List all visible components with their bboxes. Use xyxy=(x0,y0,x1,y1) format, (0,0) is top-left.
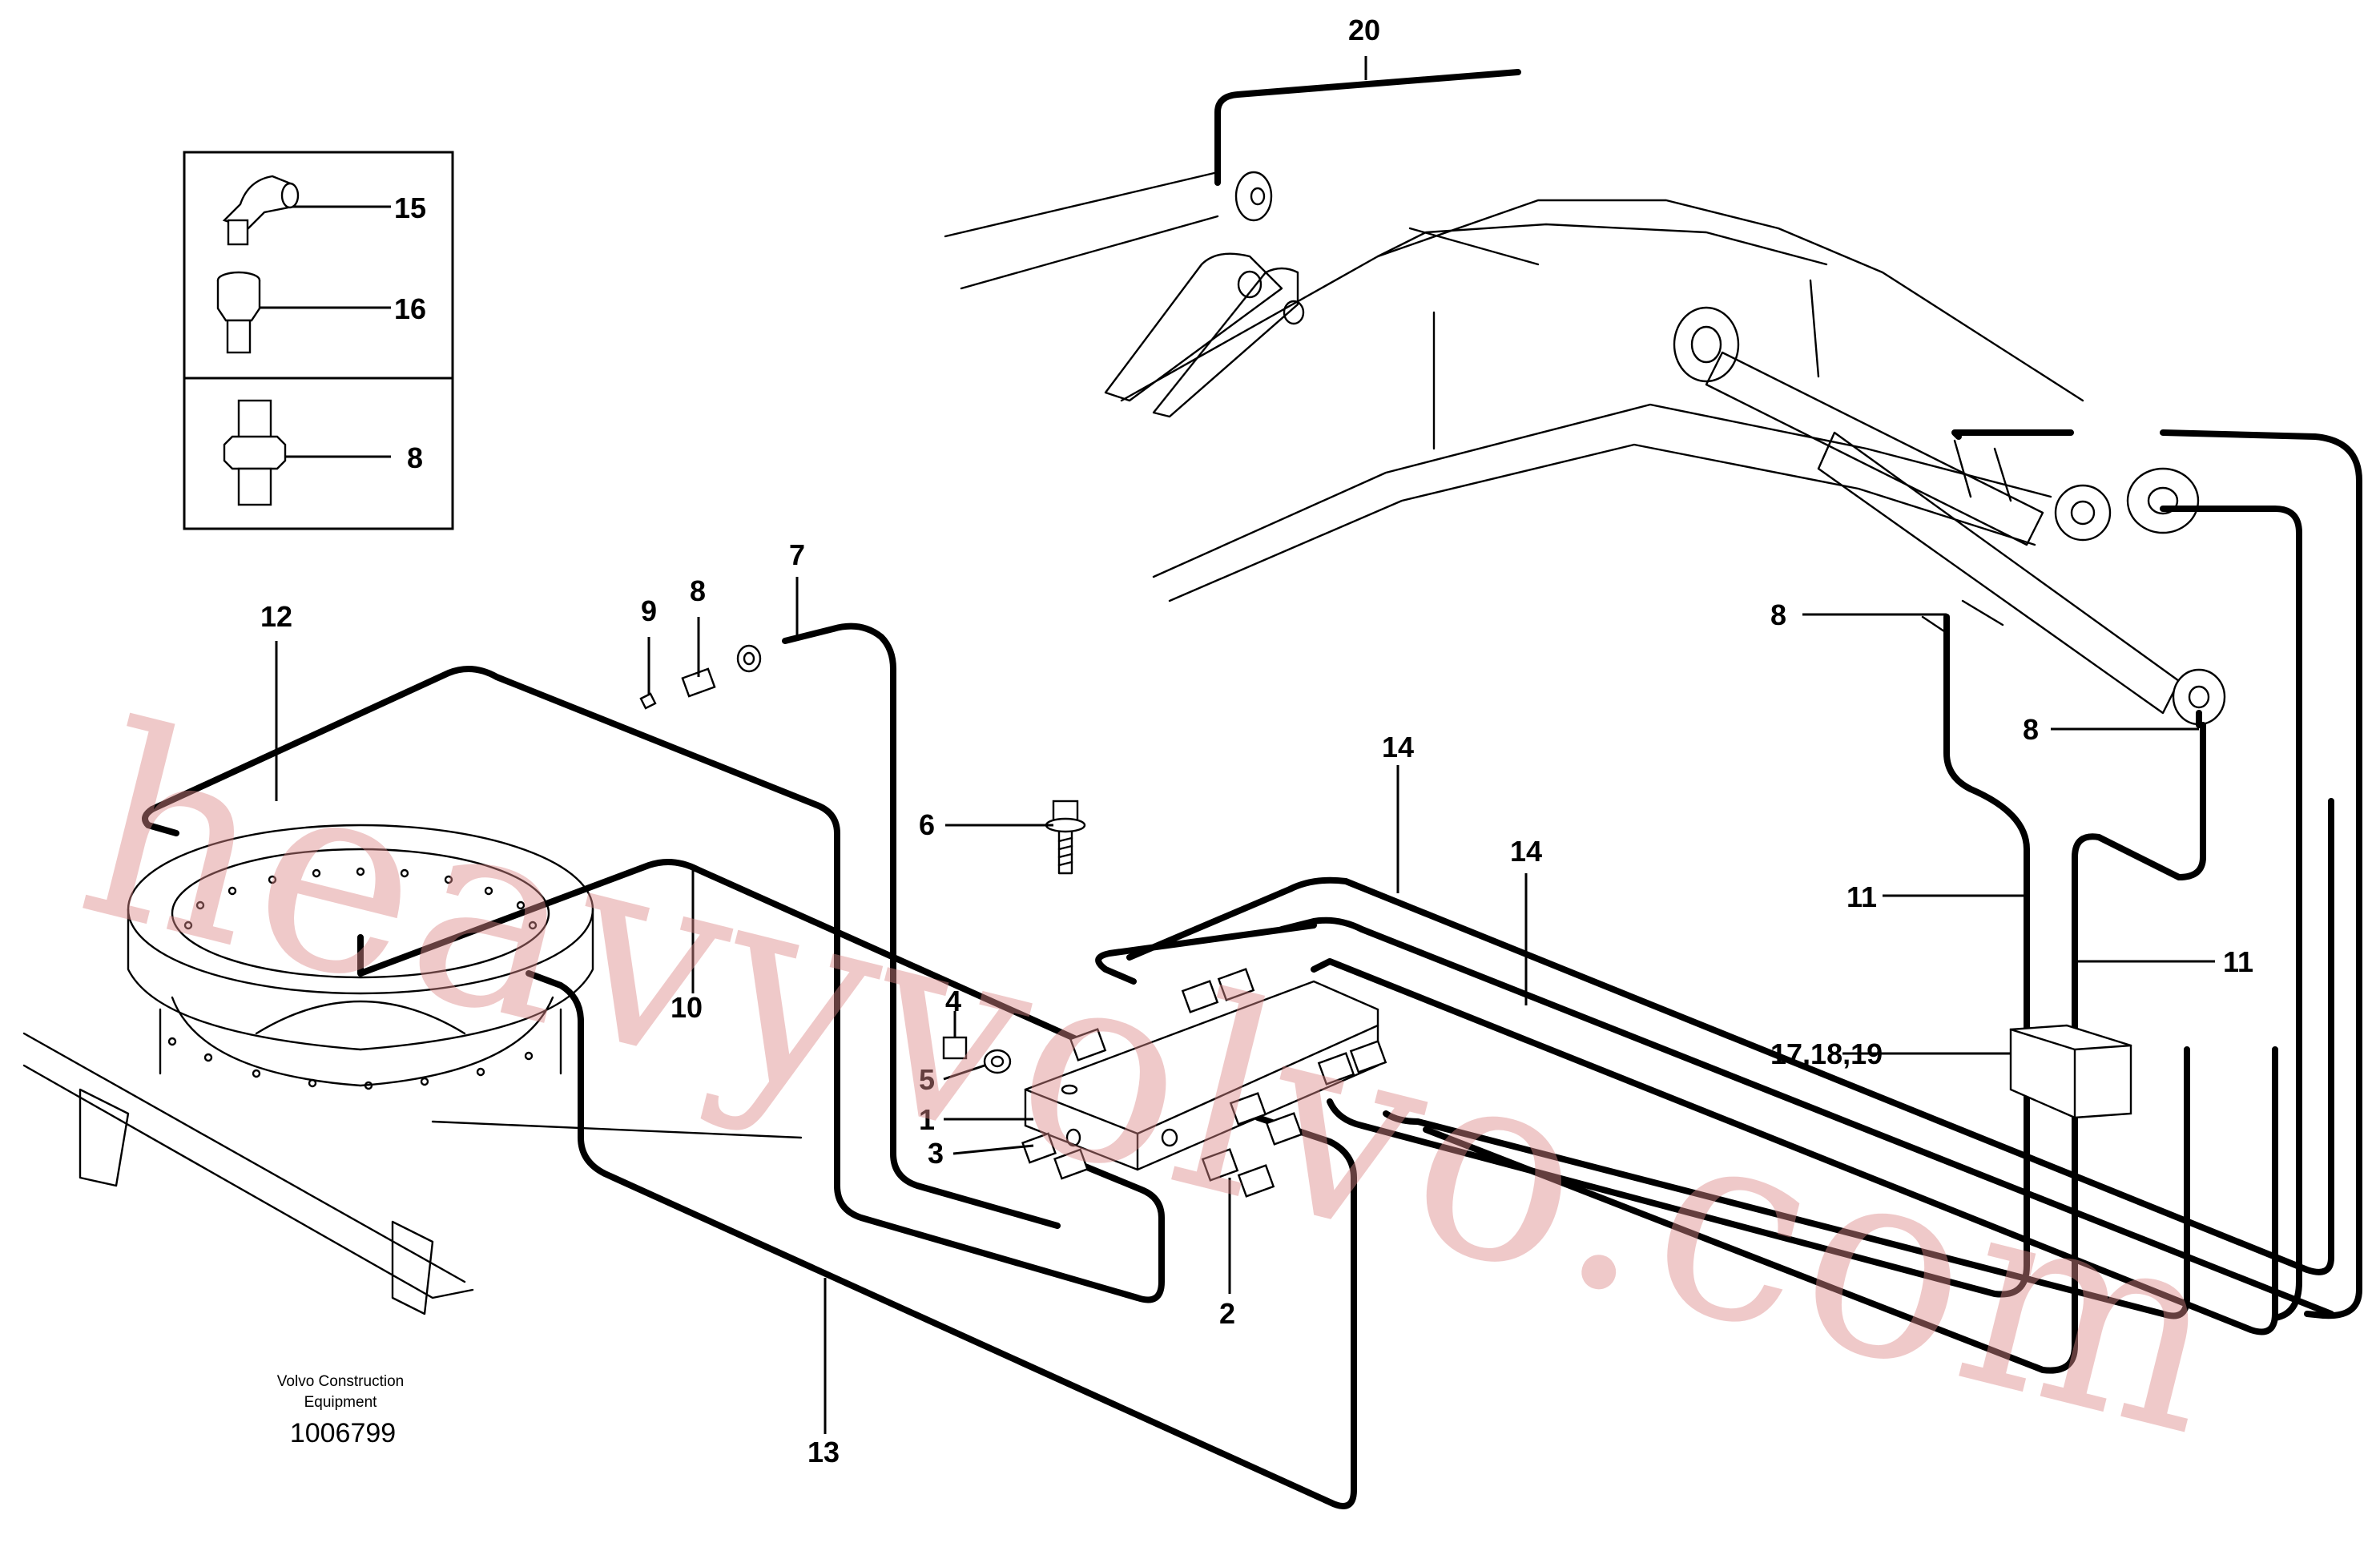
label-6: 6 xyxy=(919,808,935,841)
bolt-6 xyxy=(1045,800,1086,875)
inset-box xyxy=(183,151,454,530)
drawing-footer: Volvo Construction Equipment 1006799 xyxy=(277,1373,404,1448)
leader-lines xyxy=(260,56,2215,1434)
label-20: 20 xyxy=(1348,14,1380,46)
label-11a: 11 xyxy=(1846,880,1877,913)
line-11a xyxy=(1327,614,2030,1298)
ring-bolt-holes xyxy=(167,867,538,1090)
distribution-block xyxy=(942,800,1387,1198)
grease-lines xyxy=(142,69,2362,1509)
label-3: 3 xyxy=(928,1137,944,1170)
line-7 xyxy=(782,622,1061,1229)
label-9: 9 xyxy=(641,594,657,627)
line-20 xyxy=(1214,69,1521,186)
nipple-8 xyxy=(223,399,287,506)
line-12 xyxy=(149,666,1165,1303)
elbow-fitting-15 xyxy=(222,175,300,246)
line-13 xyxy=(526,970,1357,1509)
adapter-16 xyxy=(216,271,261,354)
line-14a xyxy=(1095,798,2334,1275)
line-10 xyxy=(357,859,1085,1045)
line-11b xyxy=(1423,722,2206,1374)
label-12: 12 xyxy=(260,600,292,633)
label-11b: 11 xyxy=(2223,945,2253,978)
watermark: heavyvolvo.com xyxy=(57,667,2255,1496)
washer-5 xyxy=(983,1049,1012,1074)
callout-labels: 20 15 16 8 7 8 9 12 6 4 5 1 3 2 10 13 14… xyxy=(260,14,2253,1468)
drawing-number: 1006799 xyxy=(290,1418,396,1448)
label-16: 16 xyxy=(394,292,426,325)
label-8-inset: 8 xyxy=(407,441,423,474)
company-name-line1: Volvo Construction xyxy=(277,1373,404,1390)
label-4: 4 xyxy=(945,985,961,1017)
swing-ring xyxy=(127,824,594,1090)
boom-assembly xyxy=(944,171,2226,726)
label-1: 1 xyxy=(919,1103,935,1136)
label-8-right-b: 8 xyxy=(2023,713,2039,746)
company-name-line2: Equipment xyxy=(304,1394,378,1411)
block-fittings xyxy=(1021,968,1387,1198)
label-14a: 14 xyxy=(1382,731,1414,763)
label-8-top: 8 xyxy=(690,574,706,607)
label-15: 15 xyxy=(394,191,426,224)
label-8-right-a: 8 xyxy=(1770,598,1786,631)
label-5: 5 xyxy=(919,1063,935,1096)
connector-box xyxy=(2009,1024,2132,1119)
label-7: 7 xyxy=(789,538,805,571)
label-10: 10 xyxy=(671,991,703,1024)
label-17-18-19: 17,18,19 xyxy=(1770,1037,1883,1070)
label-2: 2 xyxy=(1219,1297,1235,1330)
fittings-9-8-7 xyxy=(639,644,762,710)
label-14b: 14 xyxy=(1510,835,1542,868)
label-13: 13 xyxy=(807,1436,840,1468)
frame-rails xyxy=(22,1032,803,1315)
plug-4 xyxy=(942,1036,968,1060)
